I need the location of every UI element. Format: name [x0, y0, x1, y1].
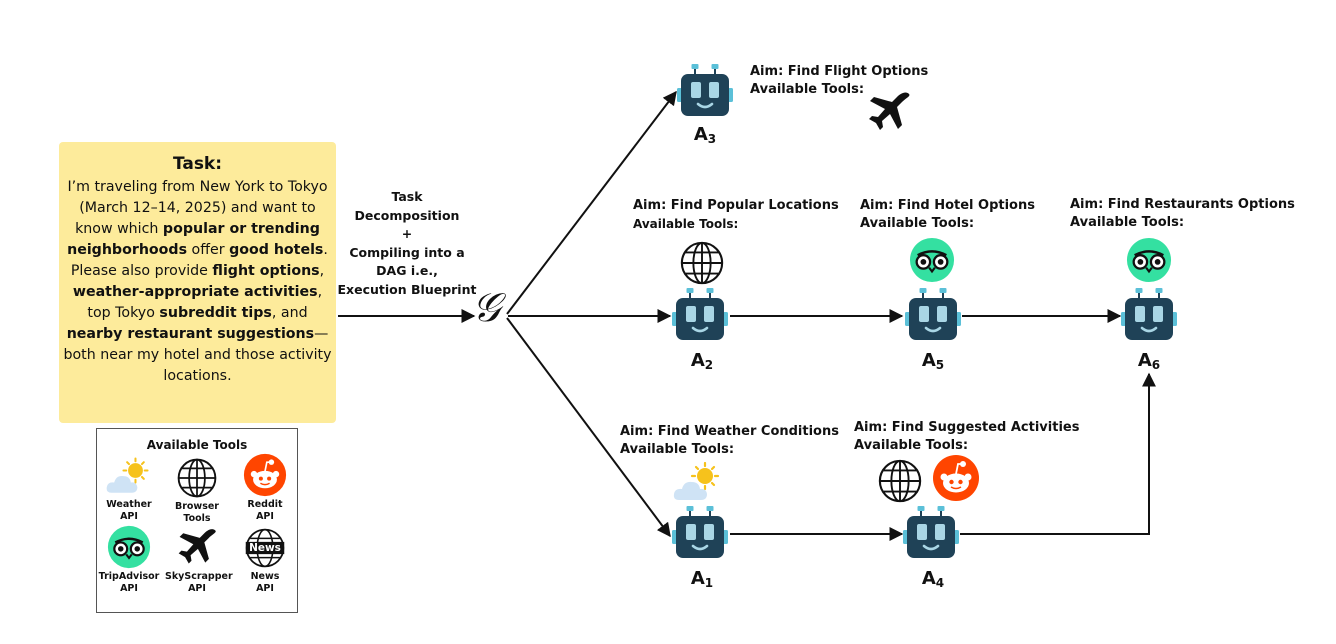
task-keyword: subreddit tips	[159, 305, 272, 321]
agent-a5-aim: Aim: Find Hotel Options Available Tools:	[860, 198, 1035, 231]
agent-a4-label: A4	[921, 568, 945, 590]
task-box: Task: I’m traveling from New York to Tok…	[59, 142, 336, 423]
weather-icon	[104, 457, 154, 497]
task-title: Task:	[172, 154, 223, 174]
robot-agent-a6-icon	[1119, 288, 1179, 346]
agent-a2-label: A2	[690, 350, 714, 372]
tools-legend-title: Available Tools	[146, 438, 248, 452]
task-keyword: good hotels	[229, 242, 324, 258]
task-keyword: flight options	[212, 263, 320, 279]
agent-a3-label: A3	[693, 124, 717, 146]
task-keyword: weather-appropriate activities	[72, 284, 318, 300]
tripadvisor-icon	[107, 525, 151, 569]
news-badge-text: News	[249, 542, 281, 554]
airplane-icon	[862, 88, 916, 136]
globe-icon	[877, 458, 923, 504]
robot-agent-a4-icon	[901, 506, 961, 564]
robot-agent-a2-icon	[670, 288, 730, 346]
agent-a1-aim: Aim: Find Weather Conditions Available T…	[620, 424, 839, 457]
robot-agent-a3-icon	[675, 64, 735, 122]
task-text-segment: , and	[271, 305, 308, 321]
task-description: I’m traveling from New York to Tokyo (Ma…	[62, 177, 333, 387]
robot-agent-a1-icon	[670, 506, 730, 564]
agent-a1-label: A1	[690, 568, 714, 590]
task-text-segment: ,	[319, 263, 325, 279]
edge-g-to-a3	[506, 90, 677, 315]
decomposition-label: Task Decomposition + Compiling into a DA…	[337, 189, 477, 297]
reddit-icon	[932, 454, 980, 502]
globe-icon	[679, 240, 725, 286]
tripadvisor-icon	[909, 237, 955, 283]
edge-g-to-a1	[506, 317, 671, 538]
task-text-segment: . Please also provide	[70, 242, 328, 279]
agent-a5-label: A5	[921, 350, 945, 372]
robot-agent-a5-icon	[903, 288, 963, 346]
task-keyword: nearby restaurant suggestions	[66, 326, 315, 342]
task-text-segment: I’m traveling from New York to Tokyo (Ma…	[67, 179, 328, 237]
agent-a4-aim: Aim: Find Suggested Activities Available…	[854, 420, 1080, 453]
agent-a2-aim: Aim: Find Popular Locations Available To…	[633, 198, 839, 231]
reddit-icon	[243, 453, 287, 497]
task-text-segment: —both near my hotel and those activity l…	[63, 326, 332, 384]
weather-icon	[671, 462, 725, 504]
graph-symbol: 𝒢	[472, 285, 501, 331]
task-keyword: popular or trending neighborhoods	[67, 221, 320, 258]
task-text-segment: offer	[187, 242, 230, 258]
edge-a4-to-a6	[960, 372, 1156, 535]
agent-a3-aim: Aim: Find Flight Options Available Tools…	[750, 64, 929, 97]
task-text-segment: , top Tokyo	[87, 284, 323, 321]
agent-a6-aim: Aim: Find Restaurants Options Available …	[1070, 197, 1295, 230]
airplane-icon	[174, 525, 220, 569]
agent-a6-label: A6	[1137, 350, 1161, 372]
globe-icon	[176, 457, 218, 499]
tripadvisor-icon	[1126, 237, 1172, 283]
